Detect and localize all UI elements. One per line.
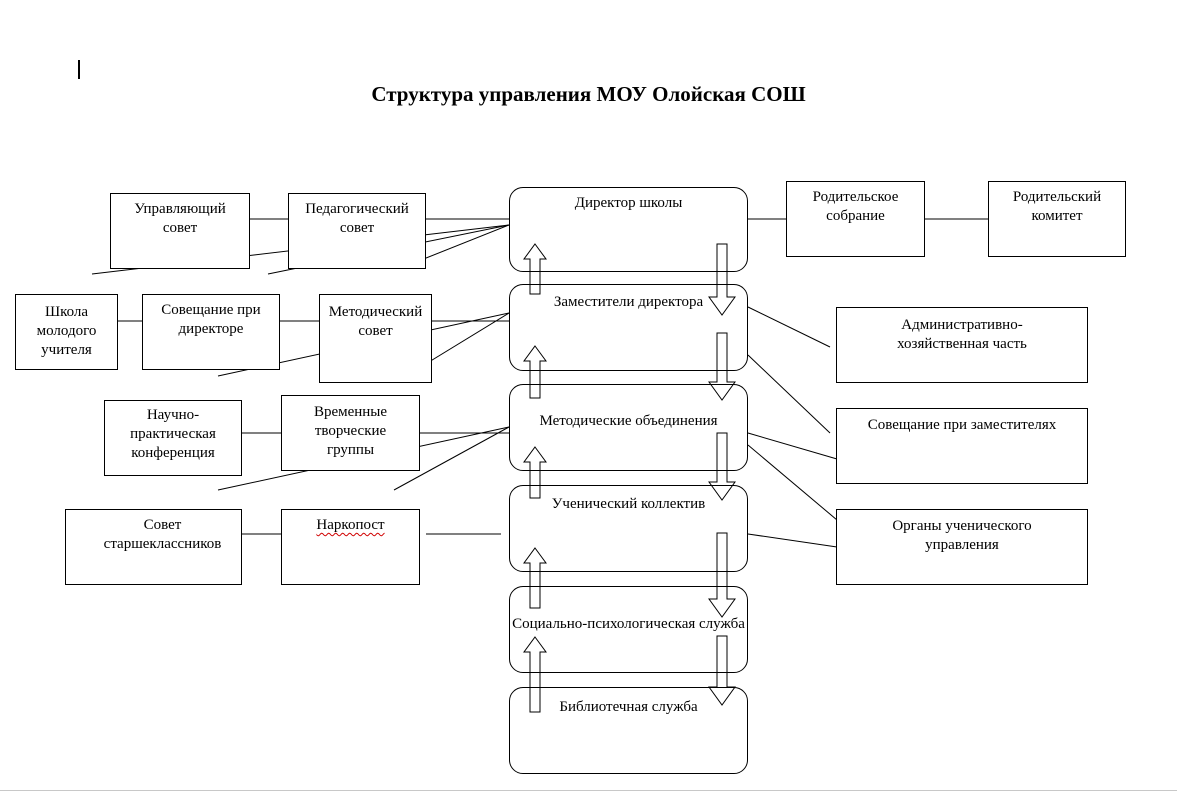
up-arrow bbox=[523, 636, 547, 713]
library-box: Библиотечная служба bbox=[509, 687, 748, 774]
narcopost-label: Наркопост bbox=[316, 517, 385, 533]
down-arrow bbox=[708, 243, 736, 316]
social-psych-box: Социально-психологическая служба bbox=[509, 586, 748, 673]
up-arrow bbox=[523, 243, 547, 295]
sci-conference-label: Научно-практическая конференция bbox=[130, 407, 216, 461]
deputies-label: Заместители директора bbox=[553, 294, 704, 310]
method-units-box: Методические объединения bbox=[509, 384, 748, 471]
method-units-label: Методические объединения bbox=[539, 413, 718, 429]
parent-committee-label: Родительский комитет bbox=[1012, 189, 1102, 224]
text-cursor bbox=[78, 60, 80, 79]
method-council-label: Методический совет bbox=[328, 304, 423, 339]
parent-meeting-label: Родительское собрание bbox=[812, 189, 899, 224]
student-body-box: Ученический коллектив bbox=[509, 485, 748, 572]
social-psych-label: Социально-психологическая служба bbox=[512, 616, 745, 632]
ped-council-label: Педагогический совет bbox=[305, 201, 409, 236]
sci-conference-box: Научно-практическая конференция bbox=[104, 400, 242, 476]
creative-groups-label: Временные творческие группы bbox=[313, 404, 388, 458]
down-arrow bbox=[708, 432, 736, 501]
deputies-meeting-label: Совещание при заместителях bbox=[867, 417, 1057, 433]
admin-part-label: Административно-хозяйственная часть bbox=[897, 317, 1027, 352]
up-arrow bbox=[523, 345, 547, 399]
creative-groups-box: Временные творческие группы bbox=[281, 395, 420, 471]
student-body-label: Ученический коллектив bbox=[551, 496, 706, 512]
narcopost-box: Наркопост bbox=[281, 509, 420, 585]
up-arrow bbox=[523, 446, 547, 499]
director-meeting-box: Совещание при директоре bbox=[142, 294, 280, 370]
governing-council-box: Управляющий совет bbox=[110, 193, 250, 269]
parent-meeting-box: Родительское собрание bbox=[786, 181, 925, 257]
student-self-gov-label: Органы ученического управления bbox=[892, 518, 1032, 553]
governing-council-label: Управляющий совет bbox=[134, 201, 226, 236]
senior-council-box: Совет старшеклассников bbox=[65, 509, 242, 585]
parent-committee-box: Родительский комитет bbox=[988, 181, 1126, 257]
down-arrow bbox=[708, 332, 736, 401]
director-box: Директор школы bbox=[509, 187, 748, 272]
deputies-meeting-box: Совещание при заместителях bbox=[836, 408, 1088, 484]
page-bottom-edge bbox=[0, 790, 1177, 791]
library-label: Библиотечная служба bbox=[559, 699, 698, 715]
young-teacher-school-label: Школа молодого учителя bbox=[36, 304, 97, 358]
up-arrow bbox=[523, 547, 547, 609]
director-meeting-label: Совещание при директоре bbox=[161, 302, 261, 337]
ped-council-box: Педагогический совет bbox=[288, 193, 426, 269]
young-teacher-school-box: Школа молодого учителя bbox=[15, 294, 118, 370]
down-arrow bbox=[708, 532, 736, 618]
director-label: Директор школы bbox=[574, 195, 683, 211]
deputies-box: Заместители директора bbox=[509, 284, 748, 371]
admin-part-box: Административно-хозяйственная часть bbox=[836, 307, 1088, 383]
senior-council-label: Совет старшеклассников bbox=[103, 517, 222, 552]
page-title: Структура управления МОУ Олойская СОШ bbox=[371, 82, 806, 106]
method-council-box: Методический совет bbox=[319, 294, 432, 383]
student-self-gov-box: Органы ученического управления bbox=[836, 509, 1088, 585]
